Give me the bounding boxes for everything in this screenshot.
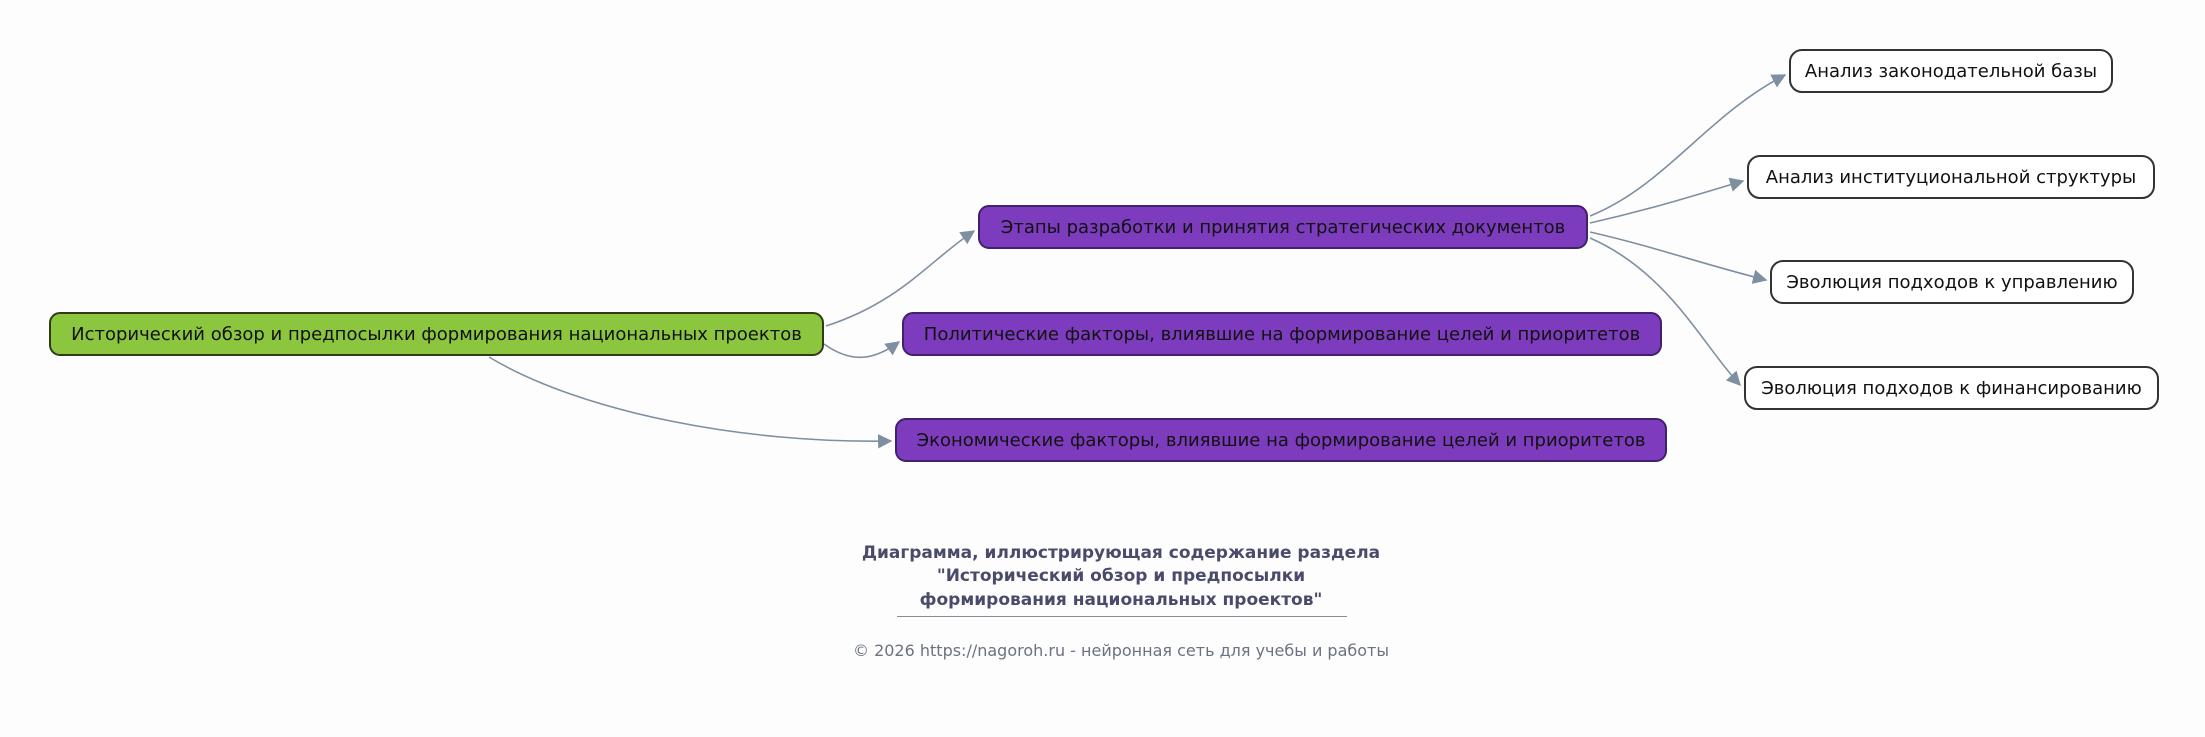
leaf-node-label: Анализ институциональной структуры bbox=[1765, 166, 2137, 188]
branch-node-stages: Этапы разработки и принятия стратегическ… bbox=[978, 205, 1588, 249]
leaf-node-label: Эволюция подходов к управлению bbox=[1786, 271, 2118, 293]
branch-node-label: Экономические факторы, влиявшие на форми… bbox=[916, 429, 1646, 451]
edge-stages-to-management bbox=[1589, 231, 1768, 284]
edge-stages-to-legal bbox=[1589, 74, 1787, 217]
root-node-historical-overview: Исторический обзор и предпосылки формиро… bbox=[49, 312, 824, 356]
edge-stages-to-institutional bbox=[1589, 177, 1745, 224]
edge-root-to-political bbox=[823, 341, 901, 359]
branch-node-political-factors: Политические факторы, влиявшие на формир… bbox=[902, 312, 1662, 356]
diagram-caption: Диаграмма, иллюстрирующая содержание раз… bbox=[771, 542, 1471, 612]
caption-divider bbox=[897, 616, 1347, 617]
branch-node-label: Политические факторы, влиявшие на формир… bbox=[923, 323, 1641, 345]
caption-line-3: формирования национальных проектов" bbox=[919, 589, 1323, 610]
leaf-node-label: Анализ законодательной базы bbox=[1804, 60, 2098, 82]
leaf-node-management-evolution: Эволюция подходов к управлению bbox=[1770, 260, 2134, 304]
root-node-label: Исторический обзор и предпосылки формиро… bbox=[71, 323, 802, 345]
copyright-footer: © 2026 https://nagoroh.ru - нейронная се… bbox=[852, 641, 1389, 660]
caption-line-2: "Исторический обзор и предпосылки bbox=[936, 566, 1306, 587]
edge-root-to-economic bbox=[488, 356, 893, 449]
leaf-node-financing-evolution: Эволюция подходов к финансированию bbox=[1744, 366, 2159, 410]
branch-node-economic-factors: Экономические факторы, влиявшие на форми… bbox=[895, 418, 1667, 462]
leaf-node-label: Эволюция подходов к финансированию bbox=[1761, 377, 2142, 399]
branch-node-label: Этапы разработки и принятия стратегическ… bbox=[1000, 216, 1566, 238]
leaf-node-legislative-analysis: Анализ законодательной базы bbox=[1789, 49, 2113, 93]
caption-line-1: Диаграмма, иллюстрирующая содержание раз… bbox=[861, 543, 1381, 563]
edge-stages-to-financing bbox=[1589, 237, 1741, 387]
leaf-node-institutional-analysis: Анализ институциональной структуры bbox=[1747, 155, 2155, 199]
edge-root-to-stages bbox=[825, 230, 976, 327]
